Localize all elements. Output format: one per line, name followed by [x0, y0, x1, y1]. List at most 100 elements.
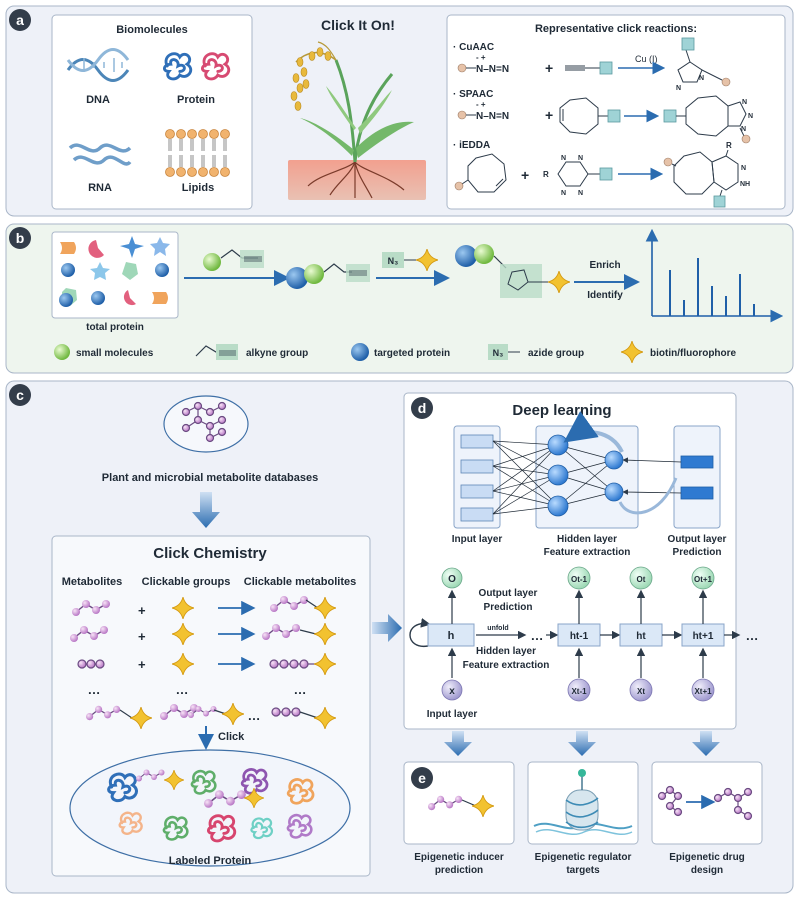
drug-design-icon — [657, 785, 753, 821]
rnn-x-t: Xt — [637, 687, 645, 696]
rnn-feature-extraction: Feature extraction — [463, 660, 550, 671]
click-row-2: + — [70, 623, 336, 645]
panel-a-badge — [9, 9, 31, 31]
legend-small-molecules: small molecules — [76, 348, 154, 359]
rnn-h-t: ht — [636, 631, 646, 642]
feedback-arrow-2 — [622, 489, 682, 495]
rice-plant-icon — [288, 41, 426, 200]
rnn-x-tm1: Xt-1 — [571, 687, 587, 696]
output-layer-box — [673, 425, 721, 529]
plant-title: Click It On! — [321, 17, 395, 33]
enrich-label: Enrich — [589, 260, 620, 271]
panel-b-badge — [9, 227, 31, 249]
tetrazine-n3: N — [561, 190, 566, 197]
lipids-icon — [165, 129, 230, 177]
n3-box — [382, 252, 404, 268]
click-chemistry-title: Click Chemistry — [153, 545, 267, 562]
row1-plus: + — [138, 603, 146, 618]
total-protein-box — [51, 231, 179, 319]
rnn-o: O — [448, 574, 456, 585]
legend-azide: azide group — [528, 348, 584, 359]
regulator-label-2: targets — [566, 865, 600, 876]
panel-e: e Epigenetic inducer prediction Epigenet… — [403, 761, 763, 876]
panel-e-badge — [411, 767, 433, 789]
nn-output-layer-label: Output layer — [668, 534, 727, 545]
row2-plus: + — [138, 629, 146, 644]
regulator-label-1: Epigenetic regulator — [535, 852, 632, 863]
inducer-label-1: Epigenetic inducer — [414, 852, 504, 863]
rnn-dots-left: … — [531, 628, 544, 643]
rnn-prediction: Prediction — [484, 602, 533, 613]
protein-shapes — [59, 236, 170, 307]
tetrazine-n4: N — [578, 190, 583, 197]
ellipsis-4: … — [248, 708, 261, 723]
col-clickable-metabolites: Clickable metabolites — [244, 576, 357, 588]
spaac-label: · SPAAC — [453, 89, 493, 100]
spectrum-plot-icon — [645, 228, 784, 323]
triazole-n2: N — [699, 75, 704, 82]
bound-complex — [286, 263, 370, 289]
rnn-dots-right: … — [746, 628, 759, 643]
panel-d-letter: d — [418, 400, 427, 416]
rnn-h-tp1: ht+1 — [693, 631, 714, 642]
spaac-reaction: - + N–N=N + N N N — [457, 95, 753, 144]
nn-hidden-layer-label: Hidden layer — [557, 534, 617, 545]
total-protein-label: total protein — [86, 322, 144, 333]
clicked-metabolites-row: … — [86, 703, 336, 729]
iedda-reaction: + R N N N N R N NH — [454, 141, 750, 208]
drug-label-1: Epigenetic drug — [669, 852, 745, 863]
dna-label: DNA — [86, 94, 110, 106]
drug-label-2: design — [691, 865, 723, 876]
panel-a: a Biomolecules DNA Protein RNA Lipids — [5, 5, 794, 217]
panel-d-badge — [411, 397, 433, 419]
col-clickable-groups: Clickable groups — [142, 576, 231, 588]
deep-learning-title: Deep learning — [512, 402, 611, 419]
panel-c-letter: c — [16, 387, 24, 403]
azide-charges-2: - + — [476, 100, 486, 109]
legend-targeted: targeted protein — [374, 348, 450, 359]
rnn-unfold: unfold — [487, 625, 508, 632]
panel-d: d Deep learning Input layer Hidden la — [403, 392, 759, 756]
rna-icon — [68, 143, 132, 166]
nucleosome-icon — [533, 769, 633, 835]
spaac-plus: + — [545, 107, 553, 123]
spaac-n3: N — [741, 126, 746, 133]
biomolecules-box — [51, 14, 253, 210]
recurrent-arrow-top — [563, 411, 624, 453]
nn-prediction-label: Prediction — [673, 547, 722, 558]
rnn-input-layer: Input layer — [427, 709, 478, 720]
rnn-h-tm1: ht-1 — [570, 631, 589, 642]
reactions-title: Representative click reactions: — [535, 23, 697, 35]
labeled-protein-ellipse — [69, 749, 351, 867]
labeled-complex — [455, 244, 570, 298]
col-metabolites: Metabolites — [62, 576, 123, 588]
tetrazine-n2: N — [578, 155, 583, 162]
click-row-3: + — [77, 653, 336, 675]
arrow-down-e3 — [692, 731, 720, 756]
triazole-n1: N — [676, 85, 681, 92]
rnn-hidden-layer: Hidden layer — [476, 646, 536, 657]
nn-feature-extraction-label: Feature extraction — [544, 547, 631, 558]
recurrent-arrow-bottom — [618, 477, 678, 515]
azide-atoms-2: N–N=N — [476, 111, 509, 122]
rnn-output-layer: Output layer — [479, 588, 538, 599]
rnn-o-tm1: Ot-1 — [571, 575, 588, 584]
panel-a-letter: a — [16, 12, 24, 28]
rnn-x-tp1: Xt+1 — [694, 687, 712, 696]
rnn-diagram: O Output layer Prediction h x Input laye… — [409, 566, 759, 720]
n3-label: N₃ — [388, 256, 399, 266]
iedda-plus: + — [521, 167, 529, 183]
panel-e-letter: e — [418, 770, 426, 786]
legend-alkyne: alkyne group — [246, 348, 308, 359]
rna-label: RNA — [88, 182, 112, 194]
nn-connections — [492, 440, 615, 515]
iedda-label: · iEDDA — [453, 140, 490, 151]
tetrazine-n1: N — [561, 155, 566, 162]
arrow-down-e2 — [568, 731, 596, 756]
inducer-label-2: prediction — [435, 865, 483, 876]
nn-input-layer-label: Input layer — [452, 534, 503, 545]
product-r: R — [726, 141, 732, 150]
arrow-down-e1 — [444, 731, 472, 756]
click-label: Click — [218, 731, 245, 743]
